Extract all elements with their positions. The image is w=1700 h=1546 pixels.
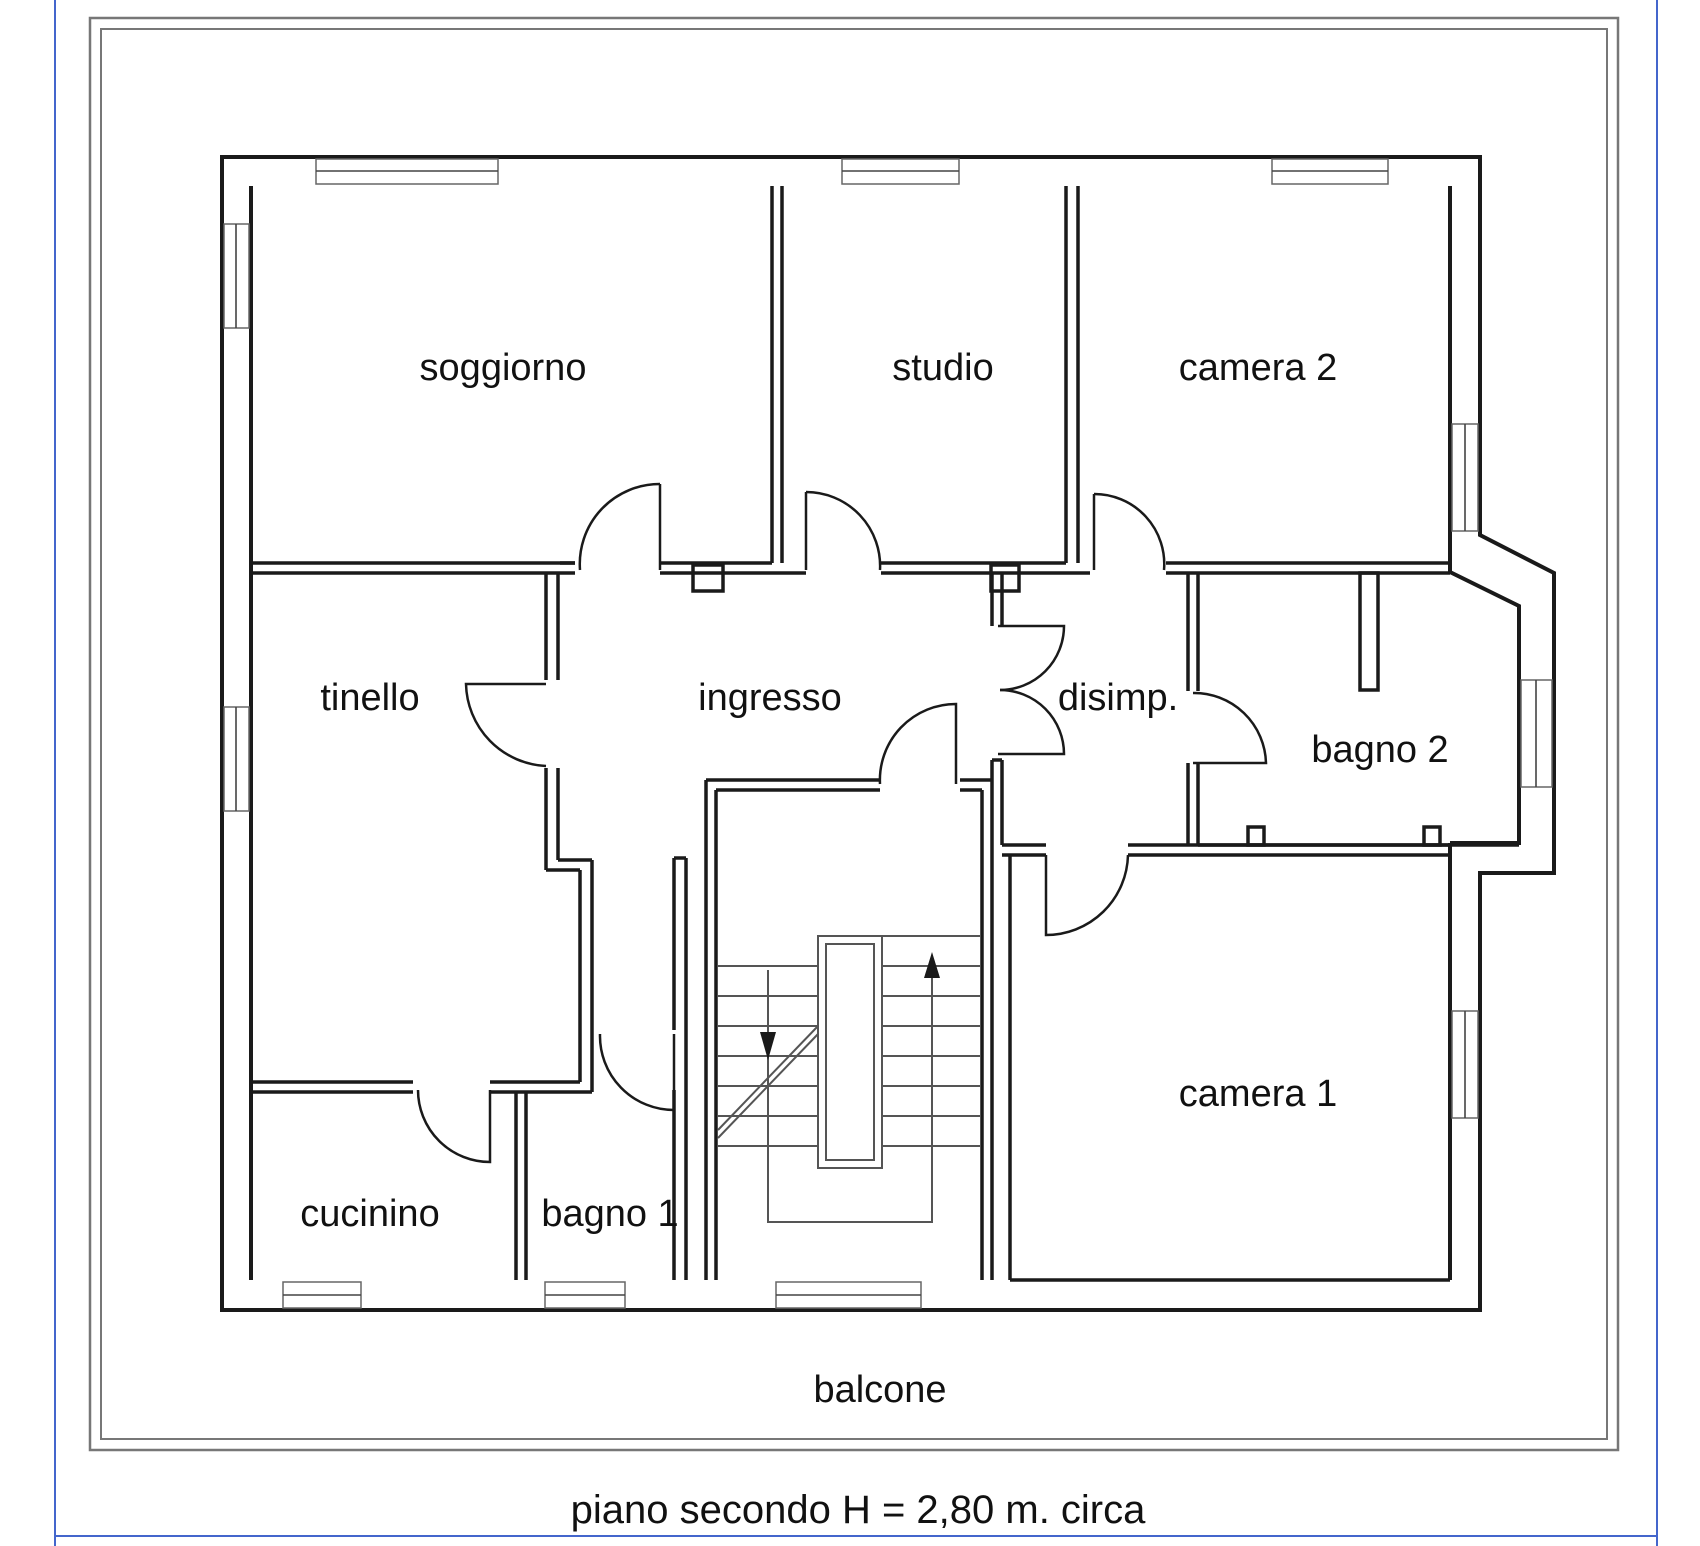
room-label-bagno-2: bagno 2 xyxy=(1311,729,1448,771)
room-label-camera-2: camera 2 xyxy=(1179,347,1337,389)
room-label-tinello: tinello xyxy=(320,677,419,719)
room-label-soggiorno: soggiorno xyxy=(420,347,587,389)
stair-arrow-up xyxy=(924,952,940,978)
room-label-cucinino: cucinino xyxy=(300,1193,439,1235)
room-label-studio: studio xyxy=(892,347,993,389)
stair-arrow-down xyxy=(760,1032,776,1060)
exterior-walls xyxy=(220,155,1556,1312)
balcony-frame-inner xyxy=(100,28,1608,1440)
interior-walls xyxy=(251,186,1519,1282)
room-label-disimpegno: disimp. xyxy=(1058,677,1178,719)
room-label-ingresso: ingresso xyxy=(698,677,842,719)
room-label-bagno-1: bagno 1 xyxy=(541,1193,678,1235)
balcony-frame-outer xyxy=(88,16,1620,1452)
room-label-camera-1: camera 1 xyxy=(1179,1073,1337,1115)
doors xyxy=(416,482,1268,1164)
staircase xyxy=(717,935,980,1223)
windows xyxy=(223,158,1553,1309)
floor-caption: piano secondo H = 2,80 m. circa xyxy=(571,1488,1147,1532)
room-label-balcone: balcone xyxy=(813,1369,946,1411)
